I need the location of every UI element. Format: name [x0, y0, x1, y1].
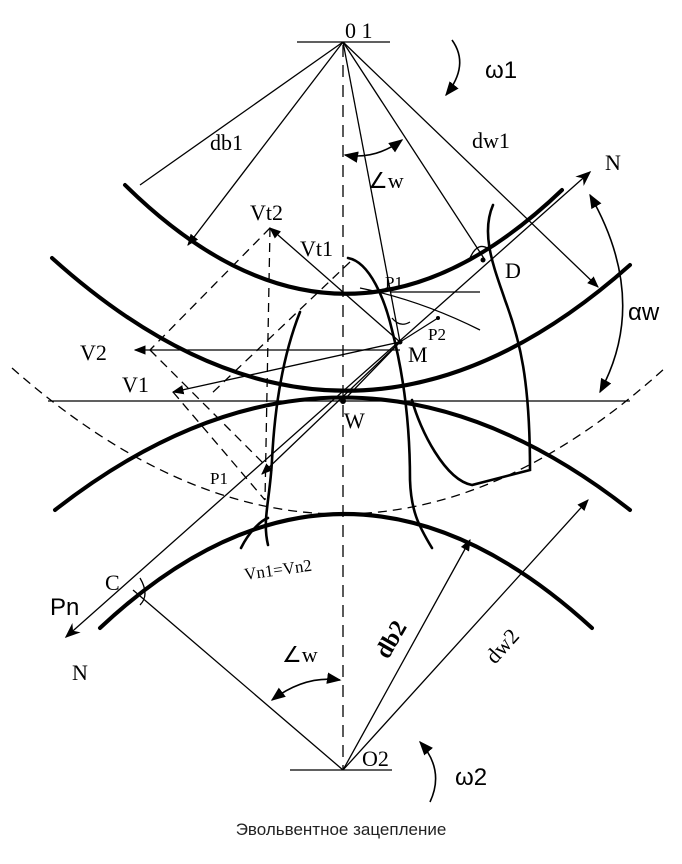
- label-w: W: [344, 408, 365, 433]
- gear2-tooth-profile: [410, 203, 532, 487]
- angle-arc-bottom: [270, 672, 342, 701]
- point-p2: [436, 316, 440, 320]
- label-p1-bottom: P1: [210, 469, 228, 488]
- label-n-bottom: N: [72, 660, 88, 685]
- line-of-action: [64, 170, 592, 639]
- gear1-tooth-right-profile: [346, 256, 434, 550]
- label-v1: V1: [122, 372, 149, 397]
- label-m: M: [408, 342, 428, 367]
- point-m: [397, 339, 403, 345]
- m-to-p2-line: [399, 317, 439, 343]
- label-p2: P2: [428, 325, 446, 344]
- label-c: C: [105, 570, 120, 595]
- o1-left-line: [139, 41, 344, 186]
- label-o2: O2: [362, 746, 389, 771]
- point-d: [480, 257, 486, 263]
- label-alpha-w-top: ∠w: [368, 168, 404, 193]
- v1-line: [171, 341, 401, 395]
- right-angle-c: [139, 577, 146, 606]
- vt2-dashed-parallel: [264, 227, 271, 501]
- involute-arc-p1p2: [359, 287, 481, 331]
- vt2-dashed-drop: [149, 227, 271, 351]
- label-omega1: ω1: [485, 57, 517, 84]
- v1-dashed-drop: [172, 391, 266, 501]
- small-arc-m: [391, 317, 411, 325]
- label-alpha-w-right: αw: [628, 299, 660, 326]
- label-n-top: N: [605, 150, 621, 175]
- omega2-rotation-arrow: [419, 740, 437, 803]
- o2-to-c-line: [132, 589, 344, 771]
- label-vt2: Vt2: [250, 200, 283, 225]
- vt1-dashed: [209, 261, 351, 396]
- vn-line: [261, 341, 401, 475]
- db2-line: [342, 538, 471, 771]
- gear1-tooth-left-profile: [264, 310, 302, 547]
- right-angle-d: [469, 245, 491, 259]
- label-vn: Vn1=Vn2: [243, 556, 313, 584]
- m-to-w-line: [342, 341, 401, 402]
- gear1-pitch-circle: [50, 256, 632, 393]
- point-w: [340, 398, 346, 404]
- label-d: D: [505, 258, 521, 283]
- label-dw2: dw2: [480, 623, 524, 668]
- angle-arc-top: [343, 139, 404, 163]
- label-v2: V2: [80, 340, 107, 365]
- gear2-base-circle: [98, 512, 594, 630]
- label-pn: Pn: [50, 594, 79, 621]
- label-dw1: dw1: [472, 128, 510, 153]
- label-o1: 0 1: [345, 18, 373, 43]
- label-p1-top: P1: [385, 273, 403, 292]
- involute-gearing-diagram: 0 1 ω1 db1 dw1 ∠w N Vt2 Vt1 P1 D αw P2 V…: [11, 18, 666, 803]
- label-alpha-w-bottom: ∠w: [282, 642, 318, 667]
- dw1-line: [342, 41, 599, 288]
- vt2-line: [269, 227, 401, 343]
- omega1-rotation-arrow: [445, 39, 461, 97]
- diagram-caption: Эвольвентное зацепление: [235, 820, 447, 839]
- label-vt1: Vt1: [300, 236, 333, 261]
- label-omega2: ω2: [455, 764, 487, 791]
- angle-arc-right: [589, 193, 624, 394]
- label-db1: db1: [210, 130, 243, 155]
- p1-bottom-dashed: [149, 349, 266, 466]
